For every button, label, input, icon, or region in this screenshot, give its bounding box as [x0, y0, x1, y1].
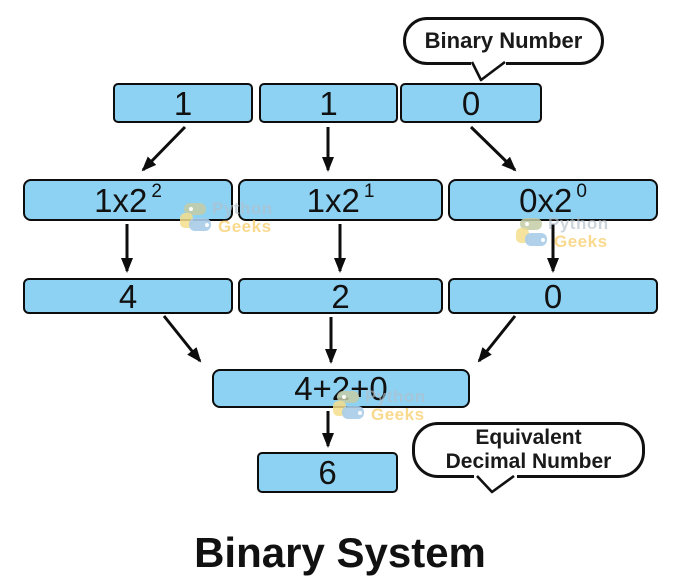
binary-digit: 0 [461, 84, 481, 122]
diagram-title: Binary System [194, 529, 486, 576]
sum-expression: 4+2+0 [294, 370, 388, 407]
binary-digit: 1 [319, 84, 338, 122]
binary-digit-box-1: 1 [113, 83, 253, 123]
decimal-number-callout: Equivalent Decimal Number [412, 422, 645, 478]
place-value: 4 [118, 277, 138, 315]
binary-digit-box-3: 0 [400, 83, 542, 123]
decimal-callout-line1: Equivalent [475, 426, 582, 449]
expansion-exponent: 1 [363, 180, 375, 202]
expansion-base: 0x2 [519, 181, 573, 219]
decimal-callout-line2: Decimal Number [445, 450, 612, 473]
place-value-box-1: 4 [23, 278, 233, 314]
arrow-digit1-to-exp1 [141, 125, 187, 172]
expansion-exponent: 0 [576, 180, 587, 202]
binary-digit: 1 [173, 84, 193, 122]
place-value: 2 [331, 277, 350, 315]
binary-number-callout: Binary Number [403, 17, 604, 65]
decimal-callout-tail [474, 475, 517, 494]
place-value-box-2: 2 [238, 278, 443, 314]
result-box: 6 [257, 452, 398, 493]
place-value: 0 [543, 277, 563, 315]
expansion-exponent: 2 [151, 180, 162, 202]
arrow-value3-to-sum [477, 315, 517, 363]
binary-digit-box-2: 1 [259, 83, 398, 123]
expansion-base: 1x2 [306, 181, 360, 219]
expansion-base: 1x2 [94, 181, 148, 219]
binary-callout-tail [470, 61, 506, 82]
binary-number-callout-label: Binary Number [424, 28, 583, 53]
place-value-box-3: 0 [448, 278, 658, 314]
decimal-result: 6 [318, 454, 337, 491]
arrow-value1-to-sum [162, 315, 202, 363]
arrow-digit3-to-exp3 [469, 125, 517, 172]
sum-box: 4+2+0 [212, 369, 470, 408]
